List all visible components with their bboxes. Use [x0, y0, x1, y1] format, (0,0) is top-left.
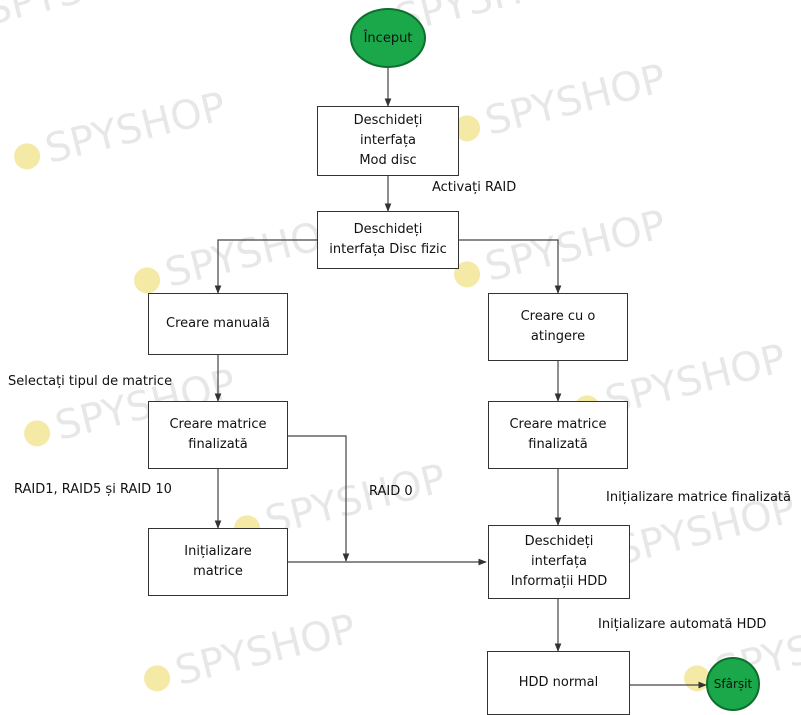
end-label: Sfârșit	[713, 677, 753, 691]
hdd-normal-label: HDD normal	[518, 675, 599, 690]
one-touch-create-box: Creare cu o atingere	[488, 293, 628, 361]
edge-label-raid0: RAID 0	[369, 484, 413, 499]
edge-label-raid-levels: RAID1, RAID5 și RAID 10	[14, 482, 172, 497]
finalized-array-left-box: Creare matrice finalizată	[148, 401, 288, 469]
edge-label-init-finalized: Inițializare matrice finalizată	[606, 490, 791, 505]
finalized-array-right-box: Creare matrice finalizată	[488, 401, 628, 469]
open-hdd-info-box: Deschideți interfața Informații HDD	[488, 525, 630, 599]
open-hdd-info-label: Deschideți interfața Informații HDD	[510, 534, 608, 589]
hdd-normal-box: HDD normal	[487, 651, 630, 715]
start-node: Început	[350, 8, 426, 68]
open-physical-disk-label: Deschideți interfața Disc fizic	[329, 222, 447, 257]
open-disk-mode-box: Deschideți interfața Mod disc	[317, 106, 459, 176]
init-array-box: Inițializare matrice	[148, 528, 288, 596]
start-label: Început	[363, 30, 413, 46]
manual-create-box: Creare manuală	[148, 293, 288, 355]
edge-label-select-array-type: Selectați tipul de matrice	[8, 374, 173, 389]
finalized-array-left-label: Creare matrice finalizată	[169, 417, 267, 452]
edge-label-auto-init-hdd: Inițializare automată HDD	[598, 617, 767, 632]
open-disk-mode-label: Deschideți interfața Mod disc	[353, 113, 423, 168]
end-node: Sfârșit	[706, 657, 760, 711]
edge-label-enable-raid: Activați RAID	[432, 180, 517, 195]
finalized-array-right-label: Creare matrice finalizată	[509, 417, 607, 452]
arrow-physical-to-manual	[214, 239, 317, 294]
open-physical-disk-box: Deschideți interfața Disc fizic	[317, 211, 459, 269]
one-touch-create-label: Creare cu o atingere	[520, 309, 596, 344]
manual-create-label: Creare manuală	[166, 316, 270, 331]
init-array-label: Inițializare matrice	[184, 544, 252, 579]
arrow-physical-to-onetouch	[459, 239, 562, 294]
arrow-raid0-branch	[288, 435, 350, 562]
